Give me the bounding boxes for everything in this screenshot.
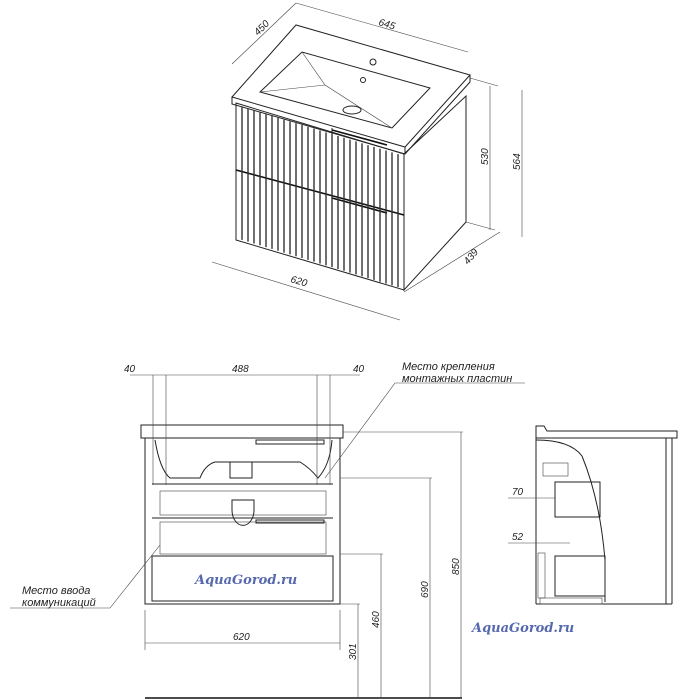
iso-basin [259, 51, 431, 129]
side-countertop-profile [535, 425, 678, 604]
inlet-label-1: Место ввода [22, 585, 90, 597]
front-lower-drawer [151, 555, 334, 602]
front-top-handle [255, 439, 325, 445]
extension-line [469, 77, 499, 87]
dim-564: 564 [512, 153, 523, 170]
dim-530: 530 [480, 148, 491, 165]
front-basin [154, 439, 333, 479]
dim-439: 439 [462, 247, 481, 267]
iso-flutes [241, 106, 399, 288]
iso-countertop-top [231, 24, 471, 148]
front-mesh-top [159, 490, 327, 516]
dim-301: 301 [348, 643, 359, 660]
iso-basin-inner-edge [259, 84, 326, 93]
side-lower-drawer [554, 555, 606, 597]
front-view: 40 488 40 620 301 460 690 850 Место креп… [10, 361, 525, 699]
iso-cabinet-side [403, 94, 467, 292]
iso-countertop-side-edge [404, 75, 471, 155]
front-drawer-handle [255, 519, 325, 524]
dim-70: 70 [512, 487, 524, 498]
mount-label-1: Место крепления [402, 361, 495, 373]
iso-view: 450 645 530 564 620 439 [211, 2, 523, 321]
dim-52: 52 [512, 532, 524, 543]
extension-line [465, 221, 496, 231]
side-mesh [539, 597, 603, 605]
dim-460: 460 [371, 611, 382, 628]
dim-40-right: 40 [353, 364, 365, 375]
dim-850: 850 [451, 558, 462, 575]
dim-line-645 [295, 2, 469, 53]
iso-handle [331, 197, 388, 214]
mount-label-2: монтажных пластин [402, 373, 512, 385]
dim-620-iso: 620 [289, 274, 308, 289]
iso-faucet-hole [369, 58, 377, 66]
dim-line-620-iso [211, 261, 401, 321]
inlet-label-2: коммуникаций [22, 597, 96, 609]
iso-overflow-hole [360, 77, 366, 83]
iso-drain [342, 105, 362, 115]
dim-620-front: 620 [233, 632, 250, 643]
side-basin-curve [535, 439, 606, 602]
front-countertop [140, 424, 344, 439]
iso-handle [331, 129, 388, 146]
watermark-right: AquaGorod.ru [470, 621, 574, 636]
iso-countertop-front-edge [231, 97, 406, 155]
inlet-leader-line [10, 544, 161, 609]
dim-450: 450 [252, 18, 272, 38]
dim-line-439 [403, 231, 501, 293]
mount-leader-line [324, 382, 525, 479]
side-view: 70 52 [508, 425, 678, 605]
side-upper-drawer [554, 481, 601, 518]
front-siphon [231, 499, 255, 526]
dim-645: 645 [377, 17, 396, 32]
dim-line-450 [231, 2, 297, 65]
iso-basin-inner-edge [301, 51, 393, 129]
dim-690: 690 [420, 581, 431, 598]
dim-40-left: 40 [124, 364, 136, 375]
dim-488: 488 [232, 364, 249, 375]
side-mesh [542, 462, 569, 477]
front-drain-fitting [229, 461, 253, 479]
watermark-left: AquaGorod.ru [193, 573, 297, 588]
side-mesh [537, 552, 546, 599]
front-cabinet [144, 437, 341, 605]
front-mesh-middle [159, 521, 327, 555]
